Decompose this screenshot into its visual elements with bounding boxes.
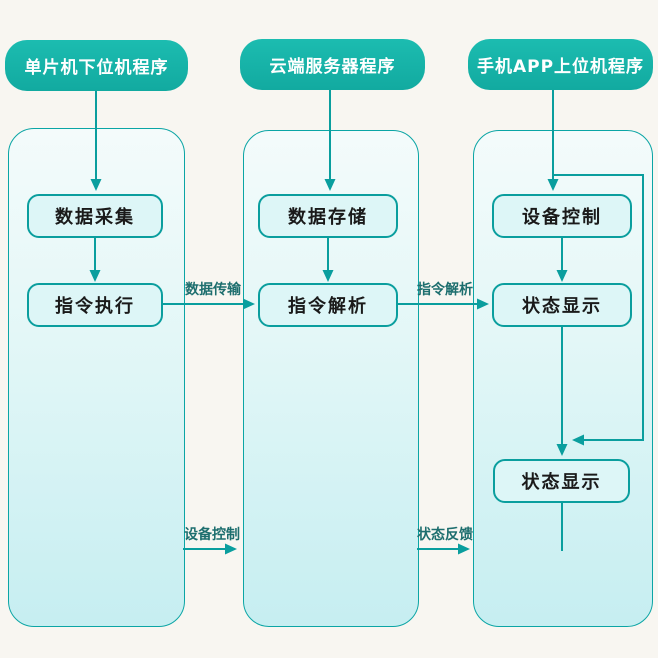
header-phone-app: 手机APP上位机程序 — [468, 39, 653, 90]
header-mcu-program: 单片机下位机程序 — [5, 40, 188, 91]
box-command-execution: 指令执行 — [27, 283, 163, 327]
label-device-control: 设备控制 — [184, 527, 240, 543]
label-status-feedback: 状态反馈 — [417, 527, 473, 543]
box-data-collection: 数据采集 — [27, 194, 163, 238]
box-status-display-1: 状态显示 — [492, 283, 632, 327]
box-command-parsing: 指令解析 — [258, 283, 398, 327]
box-status-display-2: 状态显示 — [493, 459, 630, 503]
box-device-control: 设备控制 — [492, 194, 632, 238]
label-command-parse: 指令解析 — [417, 282, 473, 298]
header-cloud-server: 云端服务器程序 — [240, 39, 425, 90]
box-data-storage: 数据存储 — [258, 194, 398, 238]
label-data-transfer: 数据传输 — [185, 282, 241, 298]
